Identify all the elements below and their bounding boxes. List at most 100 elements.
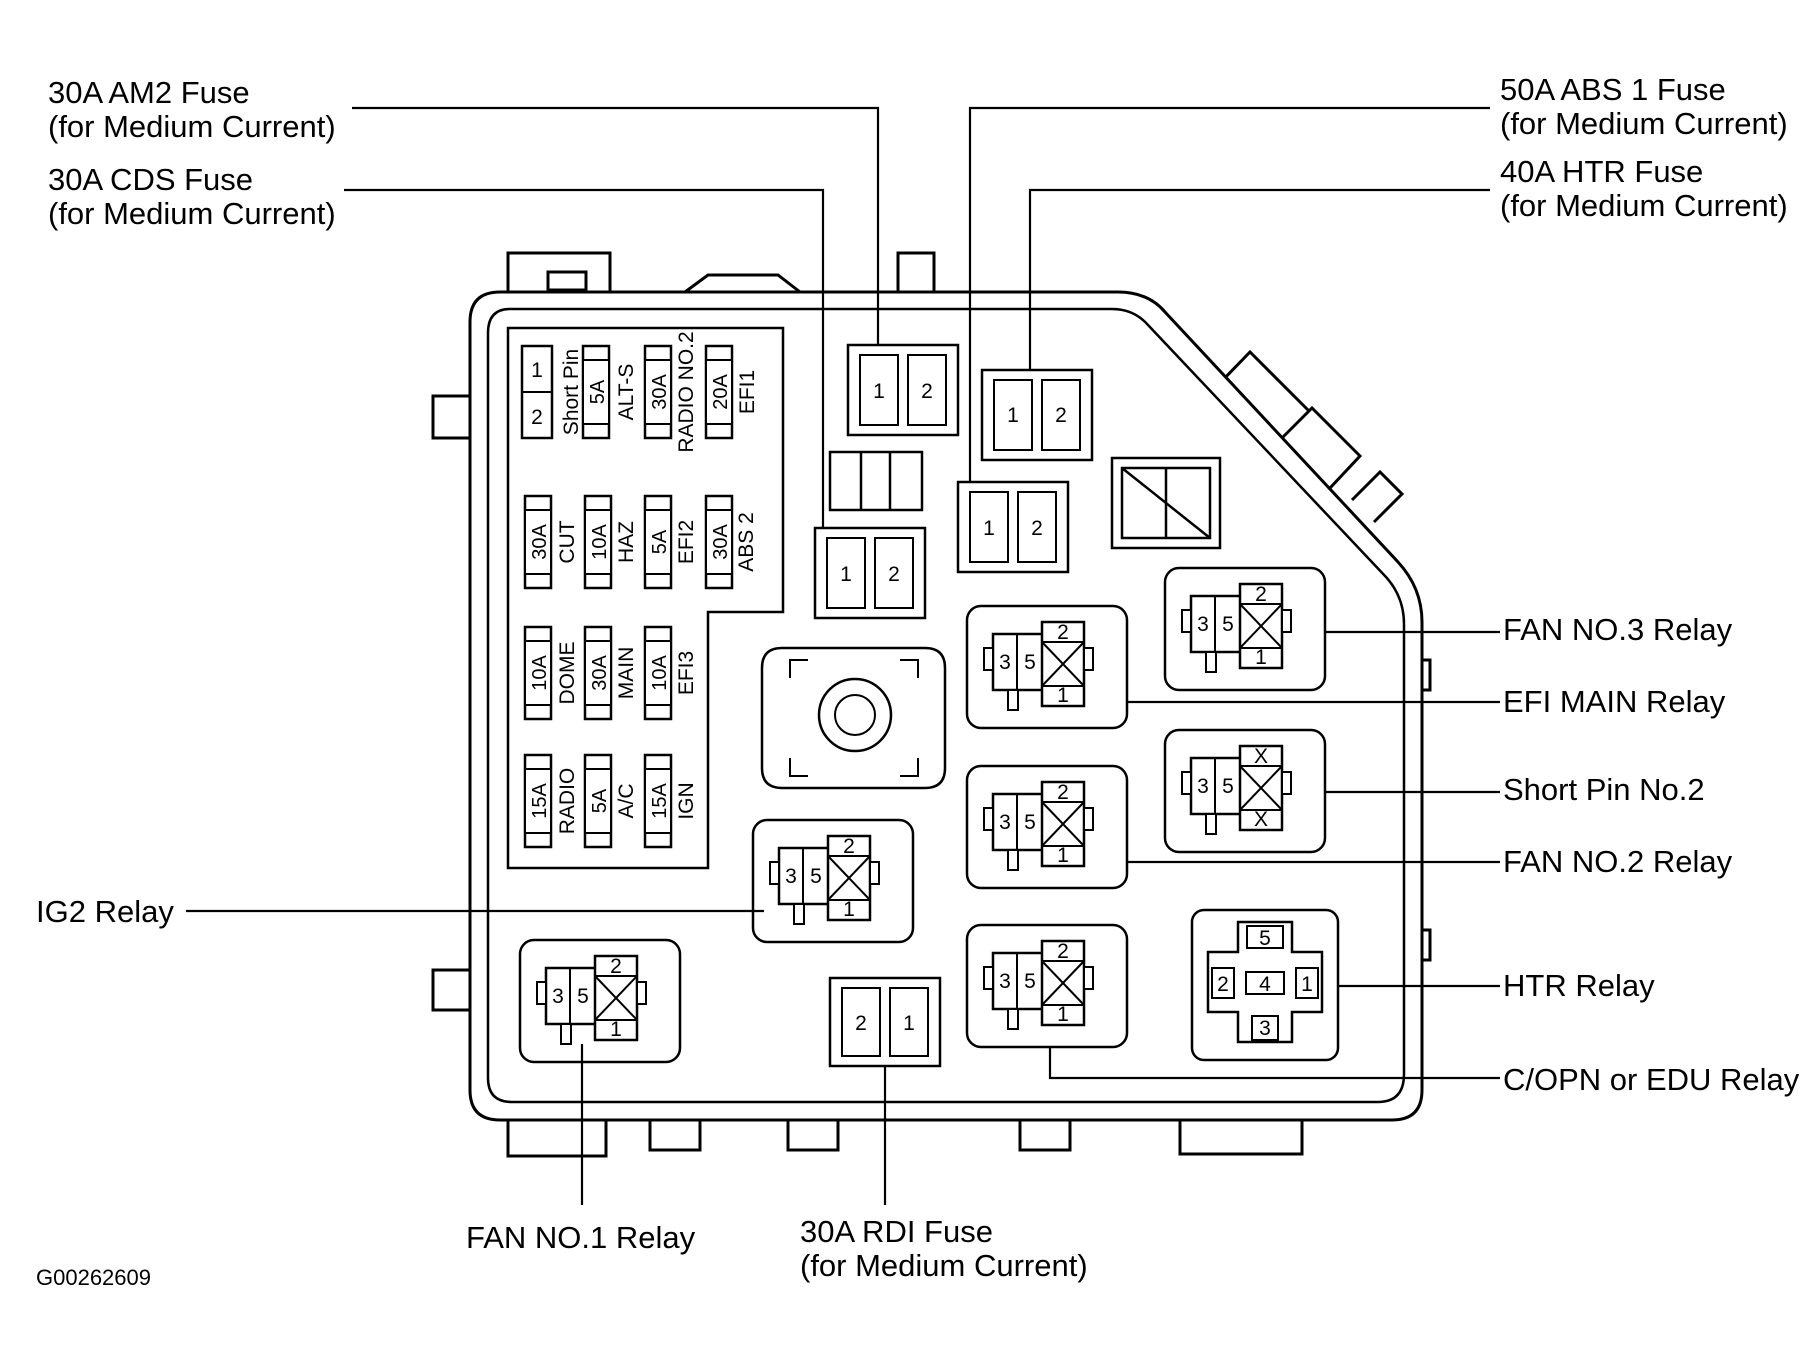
relay-x-icon (594, 975, 638, 1021)
relay-pin: 5 (1024, 970, 1036, 993)
relay-pin: X (1254, 745, 1268, 768)
label-cds-fuse: 30A CDS Fuse (48, 162, 253, 197)
mini-fuse-cut: 30A CUT (523, 494, 579, 590)
relay-x-icon (1239, 603, 1283, 649)
short-pin-pin-2: 2 (531, 406, 543, 429)
label-abs1-fuse: 50A ABS 1 Fuse (1500, 72, 1726, 107)
relay-pin: 4 (1259, 973, 1271, 996)
fuse-pin: 1 (903, 1012, 915, 1035)
relay-pin: 5 (1222, 775, 1234, 798)
relay-pin: 2 (610, 955, 622, 978)
mini-fuse-panel: 1 2 Short Pin 5A ALT-S 30A RADIO NO.2 20… (506, 326, 785, 870)
relay-pin: 2 (1217, 973, 1229, 996)
mini-fuse-ac: 5A A/C (583, 753, 638, 849)
relay-x-icon (827, 855, 871, 901)
relay-pin: 5 (1222, 613, 1234, 636)
relay-pin: 5 (1024, 651, 1036, 674)
relay-pin: 1 (843, 898, 855, 921)
label-ig2-relay: IG2 Relay (36, 894, 174, 929)
mini-fuse-name: A/C (615, 783, 638, 818)
fuse-am2: 1 2 (846, 343, 960, 437)
relay-pin: 3 (999, 651, 1011, 674)
mini-fuse-name: ABS 2 (735, 512, 758, 572)
relay-pin: 3 (552, 985, 564, 1008)
mini-fuse-short-pin: 1 2 Short Pin (520, 344, 583, 440)
mini-fuse-name: EFI1 (736, 370, 759, 414)
relay-x-icon (1239, 765, 1283, 811)
mini-fuse-name: MAIN (615, 647, 638, 700)
mini-fuse-name: HAZ (615, 521, 638, 563)
mini-fuse-abs2: 30A ABS 2 (704, 494, 758, 590)
figure-code: G00262609 (36, 1265, 151, 1290)
relay-fan2: 3 5 2 1 (965, 764, 1129, 890)
mini-fuse-dome: 10A DOME (523, 625, 579, 721)
relay-htr: 5 2 4 1 3 (1190, 908, 1340, 1062)
fuse-htr: 1 2 (980, 368, 1094, 462)
mini-fuse-main: 30A MAIN (583, 625, 638, 721)
relay-pin: 3 (1197, 613, 1209, 636)
mini-fuse-name: ALT-S (615, 364, 638, 421)
label-rdi-fuse-rating: (for Medium Current) (800, 1248, 1088, 1283)
mini-fuse-ign: 15A IGN (643, 753, 698, 849)
label-rdi-fuse: 30A RDI Fuse (800, 1214, 993, 1249)
relay-pin: 1 (1301, 973, 1313, 996)
label-am2-fuse: 30A AM2 Fuse (48, 75, 250, 110)
mini-fuse-amp: 10A (649, 655, 671, 691)
spare-fuse-slot (828, 450, 924, 512)
relay-pin: X (1254, 808, 1268, 831)
relay-pin: 2 (1057, 781, 1069, 804)
relay-short-pin-2: 3 5 X X (1163, 728, 1327, 854)
label-htr-relay: HTR Relay (1503, 968, 1655, 1003)
mini-fuse-name: RADIO NO.2 (675, 331, 698, 452)
mini-fuse-radio: 15A RADIO (523, 753, 579, 849)
mini-fuse-efi1: 20A EFI1 (704, 344, 759, 440)
label-htr-fuse: 40A HTR Fuse (1500, 154, 1703, 189)
mini-fuse-amp: 30A (649, 374, 671, 410)
relay-x-icon (1041, 801, 1085, 847)
fuse-pin: 2 (888, 563, 900, 586)
relay-pin: 2 (1057, 940, 1069, 963)
fuse-pin: 1 (983, 517, 995, 540)
mini-fuse-amp: 10A (529, 655, 551, 691)
fuse-pin: 2 (921, 380, 933, 403)
callout-labels: 30A AM2 Fuse (for Medium Current) 30A CD… (36, 72, 1800, 1290)
fuse-pin: 2 (855, 1012, 867, 1035)
label-fan2-relay: FAN NO.2 Relay (1503, 844, 1733, 879)
mini-fuse-radio-no2: 30A RADIO NO.2 (643, 331, 698, 453)
relay-pin: 1 (1255, 646, 1267, 669)
fuse-pin: 1 (840, 563, 852, 586)
relay-pin: 1 (1057, 684, 1069, 707)
fuse-pin: 1 (873, 380, 885, 403)
relay-pin: 3 (1259, 1017, 1271, 1040)
mini-fuse-amp: 15A (529, 783, 551, 819)
mini-fuse-name: EFI2 (675, 520, 698, 564)
mini-fuse-name: RADIO (556, 768, 579, 835)
mini-fuse-name: CUT (556, 520, 579, 563)
mini-fuse-haz: 10A HAZ (583, 494, 638, 590)
mini-fuse-amp: 30A (529, 524, 551, 560)
fuse-pin: 2 (1055, 404, 1067, 427)
bolt-terminal (760, 646, 947, 790)
relay-pin: 3 (785, 865, 797, 888)
relay-pin: 3 (1197, 775, 1209, 798)
relay-fan3: 3 5 2 1 (1163, 566, 1327, 692)
fuse-pin: 2 (1031, 517, 1043, 540)
relay-x-icon (1041, 960, 1085, 1006)
relay-pin: 5 (577, 985, 589, 1008)
mini-fuse-amp: 5A (649, 529, 671, 554)
relay-pin: 3 (999, 811, 1011, 834)
mini-fuse-amp: 30A (589, 655, 611, 691)
short-pin-pin-1: 1 (531, 359, 543, 382)
mini-fuse-name: IGN (675, 782, 698, 819)
mini-fuse-amp: 5A (587, 379, 609, 404)
empty-relay-slot (1110, 456, 1222, 550)
mini-fuse-efi3: 10A EFI3 (643, 625, 698, 721)
mini-fuse-amp: 20A (710, 374, 732, 410)
relay-copn-edu: 3 5 2 1 (965, 923, 1129, 1049)
label-efi-main-relay: EFI MAIN Relay (1503, 684, 1726, 719)
mini-fuse-amp: 5A (589, 788, 611, 813)
leader-lines (186, 106, 1500, 1205)
label-fan1-relay: FAN NO.1 Relay (466, 1220, 696, 1255)
label-htr-fuse-rating: (for Medium Current) (1500, 188, 1788, 223)
